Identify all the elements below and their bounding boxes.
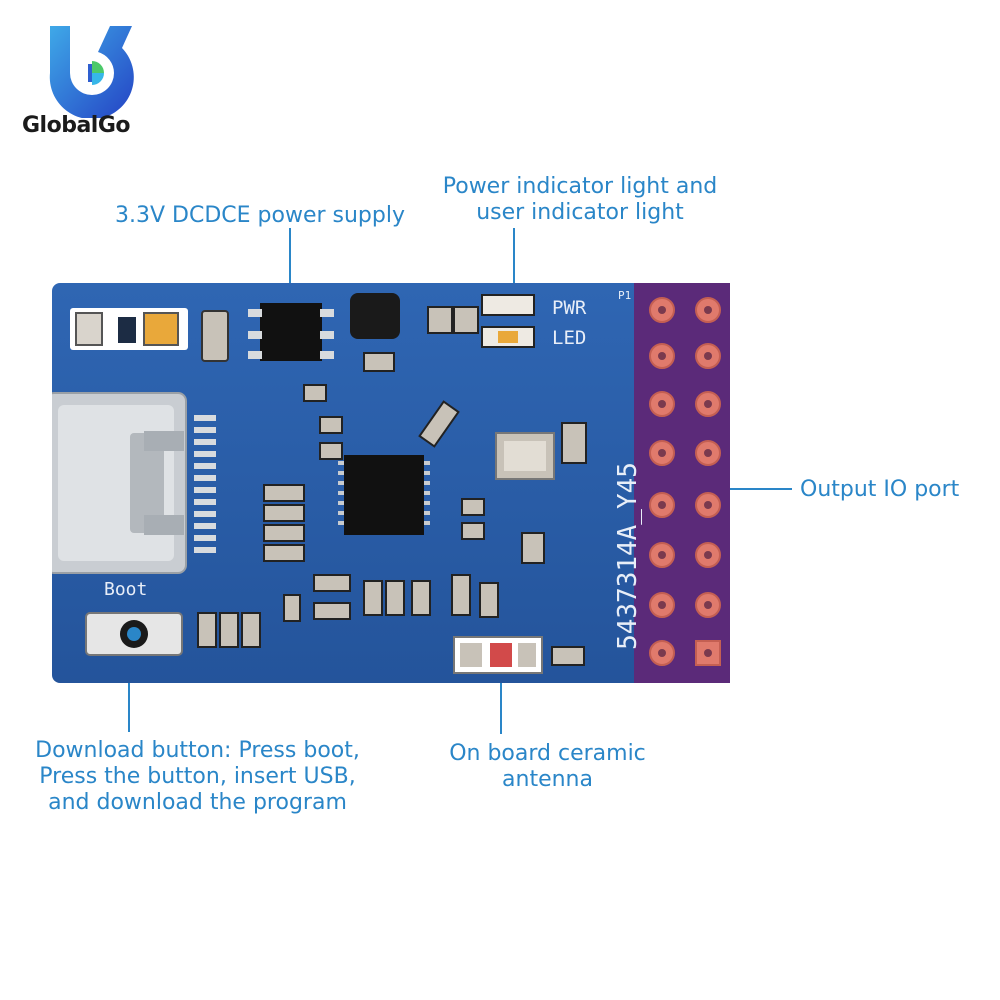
leader-download xyxy=(128,650,130,732)
callout-output-io: Output IO port xyxy=(800,477,985,503)
brand-logo xyxy=(40,18,140,120)
pcb-illustration xyxy=(45,283,730,683)
callout-download-line3: and download the program xyxy=(48,790,347,815)
usb-c-connector xyxy=(45,392,187,574)
callout-indicator: Power indicator light and user indicator… xyxy=(420,174,740,226)
callout-download-line2: Press the button, insert USB, xyxy=(39,764,356,789)
callout-power-supply: 3.3V DCDCE power supply xyxy=(100,203,420,229)
silkscreen-led: LED xyxy=(552,327,587,349)
callout-antenna-line2: antenna xyxy=(502,767,593,792)
boot-button-illustration xyxy=(85,612,183,656)
header-pads xyxy=(649,297,721,666)
leader-output-io xyxy=(712,488,792,490)
silkscreen-boot: Boot xyxy=(104,579,148,600)
logo-mark-icon xyxy=(49,26,134,120)
callout-antenna: On board ceramic antenna xyxy=(420,741,675,793)
leader-indicator xyxy=(513,228,515,308)
brand-name: GlobalGo xyxy=(22,113,131,138)
silkscreen-header-label: P1 xyxy=(618,289,632,302)
callout-antenna-line1: On board ceramic xyxy=(449,741,646,766)
callout-indicator-line2: user indicator light xyxy=(476,200,684,225)
callout-download-line1: Download button: Press boot, xyxy=(35,738,360,763)
leader-antenna xyxy=(500,662,502,734)
callout-output-io-text: Output IO port xyxy=(800,477,960,502)
pcb-board: PWR LED P1 Boot 5437314A_Y45 xyxy=(45,283,730,683)
callout-indicator-line1: Power indicator light and xyxy=(442,174,718,199)
mcu-chip xyxy=(338,455,430,535)
silkscreen-serial: 5437314A_Y45 xyxy=(613,462,643,650)
leader-power-supply xyxy=(289,228,291,316)
callout-power-supply-text: 3.3V DCDCE power supply xyxy=(115,203,405,228)
silkscreen-pwr: PWR xyxy=(552,297,587,319)
callout-download: Download button: Press boot, Press the b… xyxy=(20,738,375,816)
ceramic-antenna xyxy=(453,636,585,674)
